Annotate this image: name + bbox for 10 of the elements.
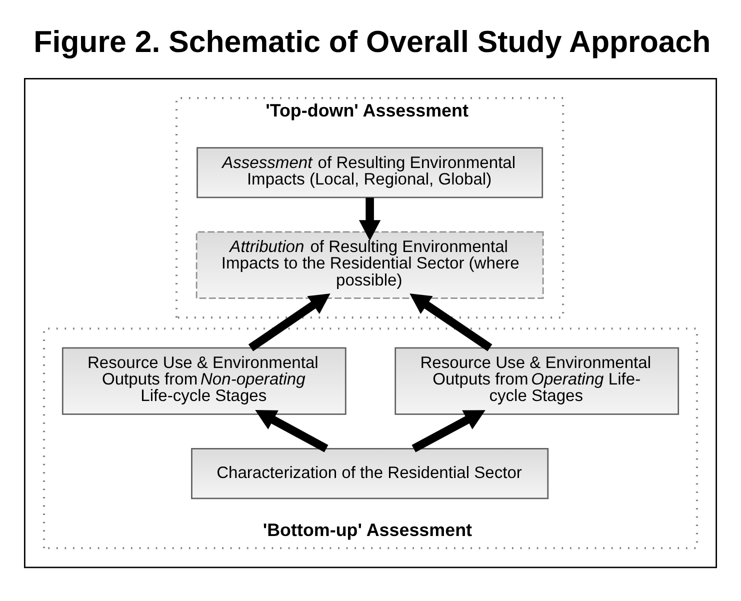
cluster	[24, 78, 717, 568]
node-box: Resource Use & Environmental Outputs from Non-operating Life-cycle Stages	[62, 346, 346, 414]
node-box: Attribution of Resulting Environmental Impacts to the Residential Sector (where possible)	[196, 230, 544, 298]
node-box: Characterization of the Residential Sector	[191, 448, 549, 499]
arrow	[255, 410, 328, 452]
diagram-title: Figure 2. Schematic of Overall Study Approach	[34, 25, 711, 58]
node-box: Resource Use & Environmental Outputs from Operating Life-cycle Stages	[394, 346, 680, 414]
node-box: Assessment of Resulting Environmental Impacts (Local, Regional, Global)	[196, 146, 544, 198]
arrow	[358, 197, 381, 240]
arrow	[412, 410, 486, 452]
